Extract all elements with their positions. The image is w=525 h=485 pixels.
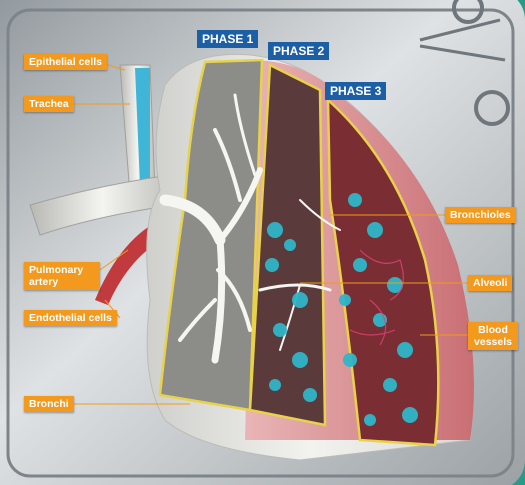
label-pulmonary-line2: artery [29,276,59,288]
leader-endothelial [104,299,121,319]
phase-label-2: PHASE 2 [268,42,330,60]
forceps [419,0,510,126]
label-alveoli: Alveoli [468,275,513,291]
tray-inner-rim [6,8,515,478]
phase1-window [158,58,264,412]
label-trachea: Trachea [24,96,74,112]
label-bronchi: Bronchi [24,396,74,412]
blood-vessel-network [349,249,404,346]
label-blood-vessels: Blood vessels [468,322,518,350]
label-endothelial-cells: Endothelial cells [24,310,117,326]
label-pulmonary-line1: Pulmonary [29,264,84,276]
label-bronchioles: Bronchioles [445,207,516,223]
label-blood-line1: Blood [478,324,508,336]
phase-label-3: PHASE 3 [325,82,387,100]
label-epithelial-cells: Epithelial cells [24,54,107,70]
trachea-graphic [29,64,176,305]
label-pulmonary-artery: Pulmonary artery [24,262,100,290]
phase-label-1: PHASE 1 [197,30,259,48]
leader-pulmonary [99,249,129,271]
bronchial-tree [159,93,341,364]
alveoli-clusters [265,193,418,426]
label-blood-line2: vessels [474,336,512,348]
